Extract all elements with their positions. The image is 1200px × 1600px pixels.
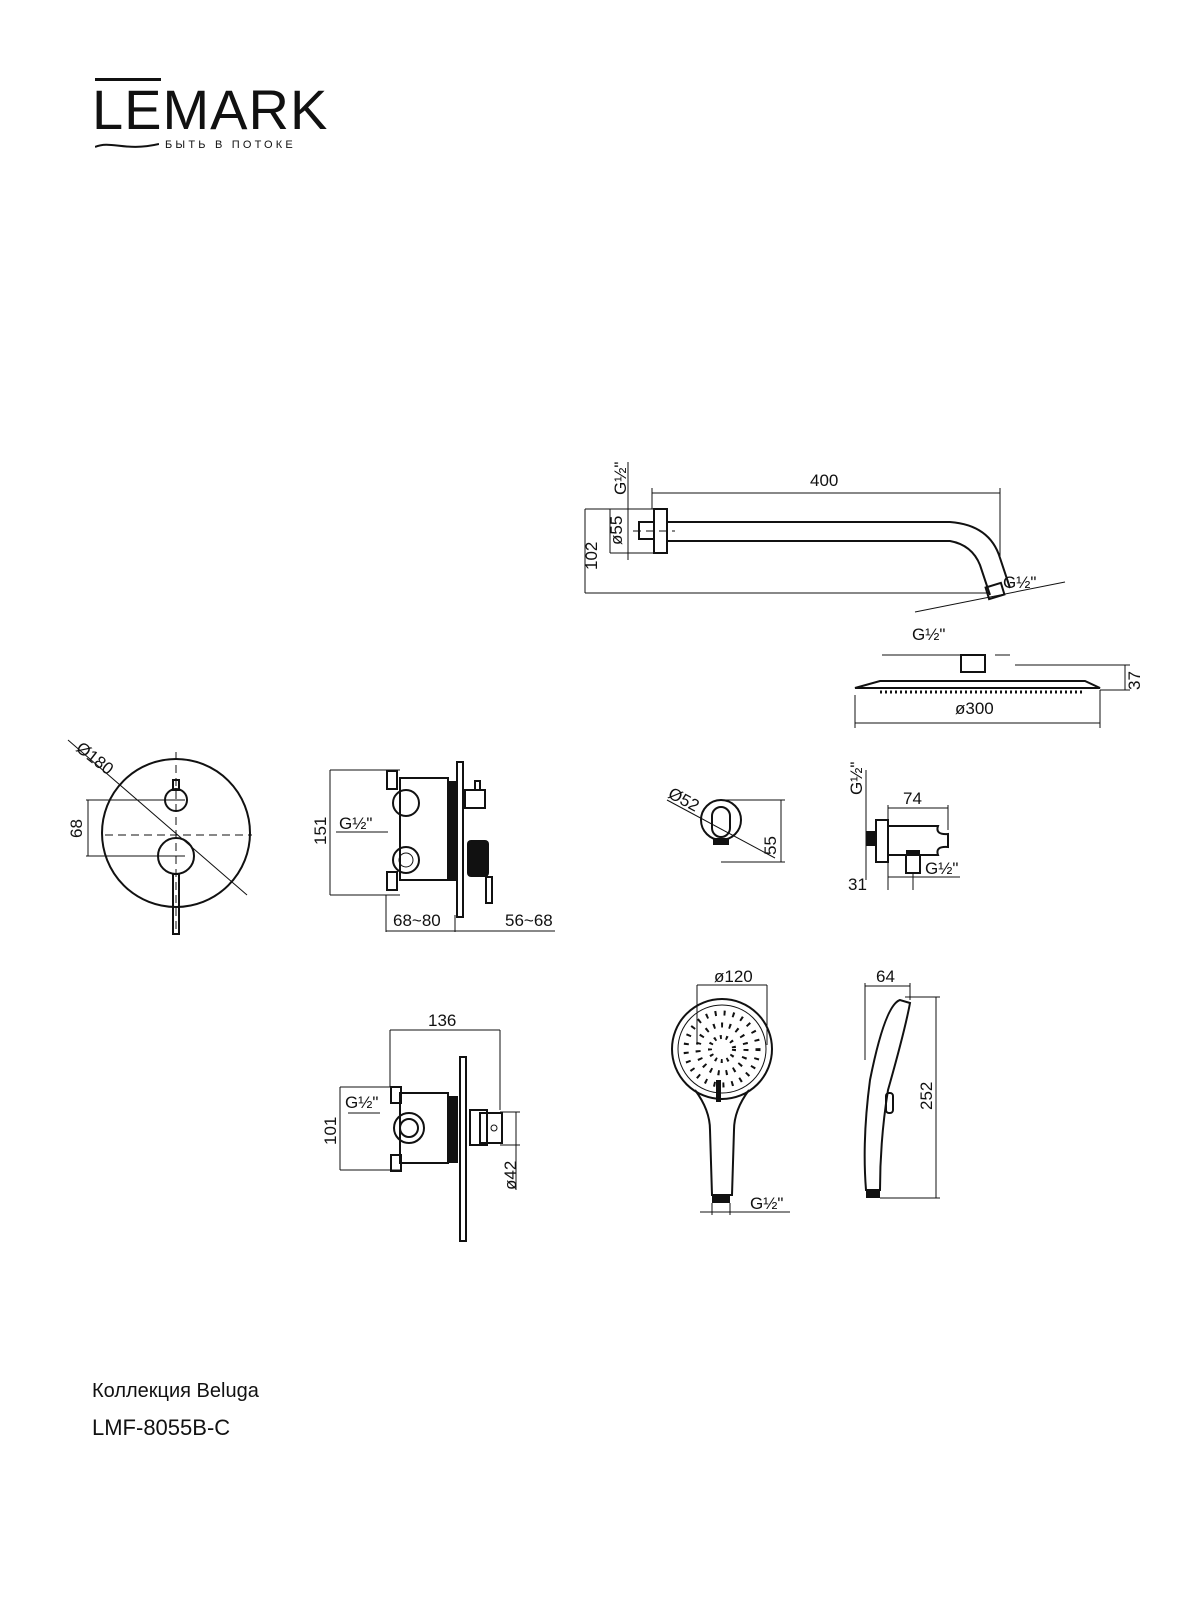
collection-name: Коллекция Beluga — [92, 1380, 259, 1402]
dim-hand-length: 252 — [917, 1082, 936, 1110]
dim-holder-outlet-thread: G½" — [925, 859, 958, 878]
dim-mixer-diameter: Ø180 — [73, 738, 117, 779]
hand-shower-front-drawing: ø120 G½" — [671, 967, 790, 1215]
dim-holder-length: 74 — [903, 789, 922, 808]
dim-mixer-projection: 56~68 — [505, 911, 553, 930]
dim-body-thread: G½" — [345, 1093, 378, 1112]
dim-body-width: 136 — [428, 1011, 456, 1030]
dim-hand-thread: G½" — [750, 1194, 783, 1213]
brand-logo: LEMARK БЫТЬ В ПОТОКЕ — [92, 78, 335, 158]
dim-arm-flange: ø55 — [607, 516, 626, 545]
dim-hand-depth: 64 — [876, 967, 895, 986]
dim-arm-inlet-thread: G½" — [611, 462, 630, 495]
dim-outlet-height: 55 — [761, 836, 780, 855]
dim-outlet-diameter: Ø52 — [665, 784, 702, 816]
mixer-body-drawing: 136 101 G½" ø42 — [321, 1011, 520, 1242]
dim-arm-height: 102 — [582, 542, 601, 570]
logo-wordmark: LEMARK — [92, 78, 329, 141]
overhead-shower-drawing: G½" ø300 37 — [854, 625, 1144, 728]
wall-outlet-drawing: Ø52 55 — [665, 784, 785, 863]
logo-tagline: БЫТЬ В ПОТОКЕ — [165, 139, 296, 151]
dim-mixer-height: 151 — [311, 817, 330, 845]
logo-wave-icon — [95, 143, 159, 148]
dim-overhead-height: 37 — [1125, 671, 1144, 690]
dim-arm-length: 400 — [810, 471, 838, 490]
model-number: LMF-8055B-C — [92, 1415, 231, 1440]
dim-holder-offset: 31 — [848, 875, 867, 894]
mixer-side-drawing: 151 G½" 68~80 56~68 — [311, 761, 555, 932]
logo-bar — [95, 78, 161, 81]
dim-arm-outlet-thread: G½" — [1003, 573, 1036, 592]
mixer-front-drawing: Ø180 68 — [67, 738, 252, 935]
shower-holder-drawing: G½" 74 31 G½" — [847, 762, 960, 894]
dim-mixer-spacing: 68 — [67, 819, 86, 838]
dim-overhead-thread: G½" — [912, 625, 945, 644]
dim-mixer-thread: G½" — [339, 814, 372, 833]
dim-mixer-depth: 68~80 — [393, 911, 441, 930]
shower-arm-drawing: 400 102 ø55 G½" G½" — [582, 462, 1066, 613]
hand-shower-side-drawing: 64 252 — [863, 967, 940, 1199]
dim-body-diameter: ø42 — [501, 1161, 520, 1190]
dim-holder-inlet-thread: G½" — [847, 762, 866, 795]
dim-body-height: 101 — [321, 1117, 340, 1145]
dim-hand-diameter: ø120 — [714, 967, 753, 986]
dim-overhead-diameter: ø300 — [955, 699, 994, 718]
